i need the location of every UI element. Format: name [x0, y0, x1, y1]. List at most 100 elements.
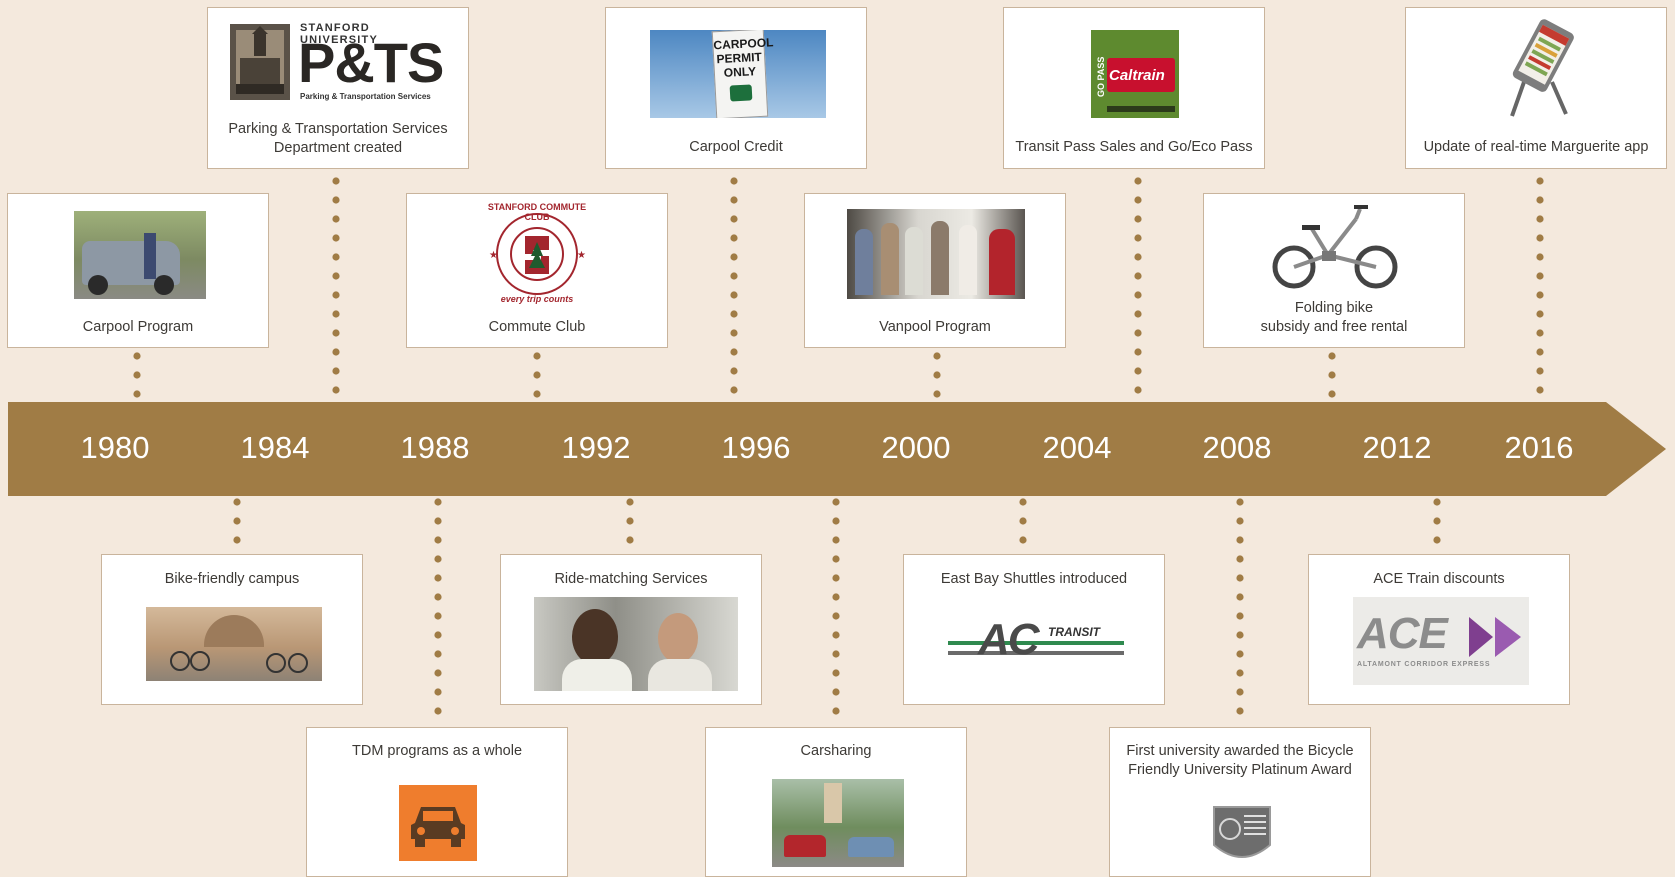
marguerite-app-caption: Update of real-time Marguerite app: [1423, 139, 1649, 155]
connector-dot: [434, 555, 442, 563]
connector-dot: [533, 352, 541, 360]
ace-logo-sub: ALTAMONT CORRIDOR EXPRESS: [1357, 661, 1491, 668]
connector-dots: [533, 352, 541, 398]
connector-dot: [730, 272, 738, 280]
connector-dot: [730, 348, 738, 356]
connector-dot: [730, 177, 738, 185]
badge-top-text: STANFORD COMMUTE CLUB: [487, 202, 587, 222]
connector-dot: [133, 390, 141, 398]
connector-dot: [1433, 517, 1441, 525]
carpool-photo: [74, 211, 206, 299]
connector-dots: [233, 498, 241, 548]
pts-logo-line2: P&TS: [298, 31, 444, 94]
ace-logo-text: ACE: [1357, 609, 1448, 658]
connector-dot: [434, 631, 442, 639]
folding-bike-caption-line1: Folding bike: [1294, 300, 1374, 316]
car-sign-icon: [729, 84, 753, 102]
transit-pass-caption: Transit Pass Sales and Go/Eco Pass: [1015, 139, 1253, 155]
bike-campus-photo: [146, 607, 322, 681]
connector-dots: [332, 177, 340, 399]
connector-dot: [1134, 310, 1142, 318]
year-label: 1984: [240, 430, 310, 465]
connector-dot: [434, 498, 442, 506]
connector-dot: [434, 517, 442, 525]
connector-dots: [1536, 177, 1544, 399]
connector-dot: [434, 593, 442, 601]
connector-dot: [730, 386, 738, 394]
connector-dot: [832, 707, 840, 715]
connector-dot: [1019, 498, 1027, 506]
year-label: 1980: [80, 430, 150, 465]
connector-dot: [1536, 367, 1544, 375]
connector-dot: [1134, 234, 1142, 242]
sign-line3: ONLY: [723, 64, 757, 80]
connector-dot: [730, 196, 738, 204]
connector-dot: [730, 329, 738, 337]
connector-dot: [133, 371, 141, 379]
connector-dot: [1236, 688, 1244, 696]
connector-dot: [332, 329, 340, 337]
connector-dot: [434, 669, 442, 677]
connector-dot: [233, 498, 241, 506]
commute-club-badge: ★ ★ STANFORD COMMUTE CLUB every trip cou…: [477, 198, 597, 310]
connector-dot: [332, 177, 340, 185]
carsharing-photo: [772, 779, 904, 867]
event-card-bike-friendly: Bike-friendly campus: [101, 554, 363, 705]
connector-dots: [1433, 498, 1441, 548]
connector-dot: [332, 234, 340, 242]
connector-dot: [1536, 272, 1544, 280]
connector-dot: [1536, 253, 1544, 261]
carpool-sign-photo: CARPOOL PERMIT ONLY: [650, 30, 826, 118]
connector-dot: [626, 536, 634, 544]
connector-dot: [1236, 574, 1244, 582]
connector-dot: [1236, 631, 1244, 639]
connector-dot: [933, 390, 941, 398]
connector-dot: [434, 536, 442, 544]
connector-dot: [1134, 177, 1142, 185]
carpool-program-caption: Carpool Program: [82, 319, 194, 335]
connector-dot: [1328, 371, 1336, 379]
event-card-carsharing: Carsharing: [705, 727, 967, 877]
year-label: 2016: [1504, 430, 1574, 465]
ac-transit-logo: AC TRANSIT: [948, 615, 1124, 667]
connector-dot: [332, 291, 340, 299]
pts-caption-line1: Parking & Transportation Services: [228, 121, 448, 137]
ac-logo-sub: TRANSIT: [1048, 625, 1100, 639]
connector-dots: [133, 352, 141, 398]
svg-text:★: ★: [577, 250, 586, 261]
connector-dot: [332, 367, 340, 375]
connector-dot: [1019, 517, 1027, 525]
connector-dot: [332, 253, 340, 261]
vanpool-program-caption: Vanpool Program: [879, 319, 991, 335]
connector-dot: [332, 272, 340, 280]
connector-dot: [1536, 329, 1544, 337]
connector-dots: [832, 498, 840, 720]
event-card-vanpool-program: Vanpool Program: [804, 193, 1066, 348]
connector-dot: [332, 386, 340, 394]
connector-dot: [1536, 348, 1544, 356]
connector-dot: [434, 707, 442, 715]
event-card-ride-matching: Ride-matching Services: [500, 554, 762, 705]
ac-logo-text: AC: [978, 615, 1040, 664]
event-card-marguerite-app: Update of real-time Marguerite app: [1405, 7, 1667, 169]
connector-dots: [434, 498, 442, 720]
connector-dot: [1236, 498, 1244, 506]
connector-dot: [730, 253, 738, 261]
go-pass-card: GO PASS Caltrain: [1091, 30, 1179, 118]
year-label: 1996: [721, 430, 791, 465]
connector-dot: [832, 612, 840, 620]
connector-dot: [1236, 555, 1244, 563]
connector-dot: [832, 498, 840, 506]
event-card-pts: STANFORD UNIVERSITY P&TS Parking & Trans…: [207, 7, 469, 169]
connector-dot: [1134, 196, 1142, 204]
connector-dot: [1536, 291, 1544, 299]
event-card-ace-train: ACE Train discounts ACE ALTAMONT CORRIDO…: [1308, 554, 1570, 705]
ace-logo: ACE ALTAMONT CORRIDOR EXPRESS: [1353, 597, 1529, 685]
connector-dot: [832, 631, 840, 639]
connector-dot: [533, 371, 541, 379]
folding-bike-icon: [1272, 199, 1398, 291]
year-label: 2004: [1042, 430, 1112, 465]
ride-matching-photo: [534, 597, 738, 691]
car-icon: [399, 785, 477, 861]
connector-dot: [933, 371, 941, 379]
